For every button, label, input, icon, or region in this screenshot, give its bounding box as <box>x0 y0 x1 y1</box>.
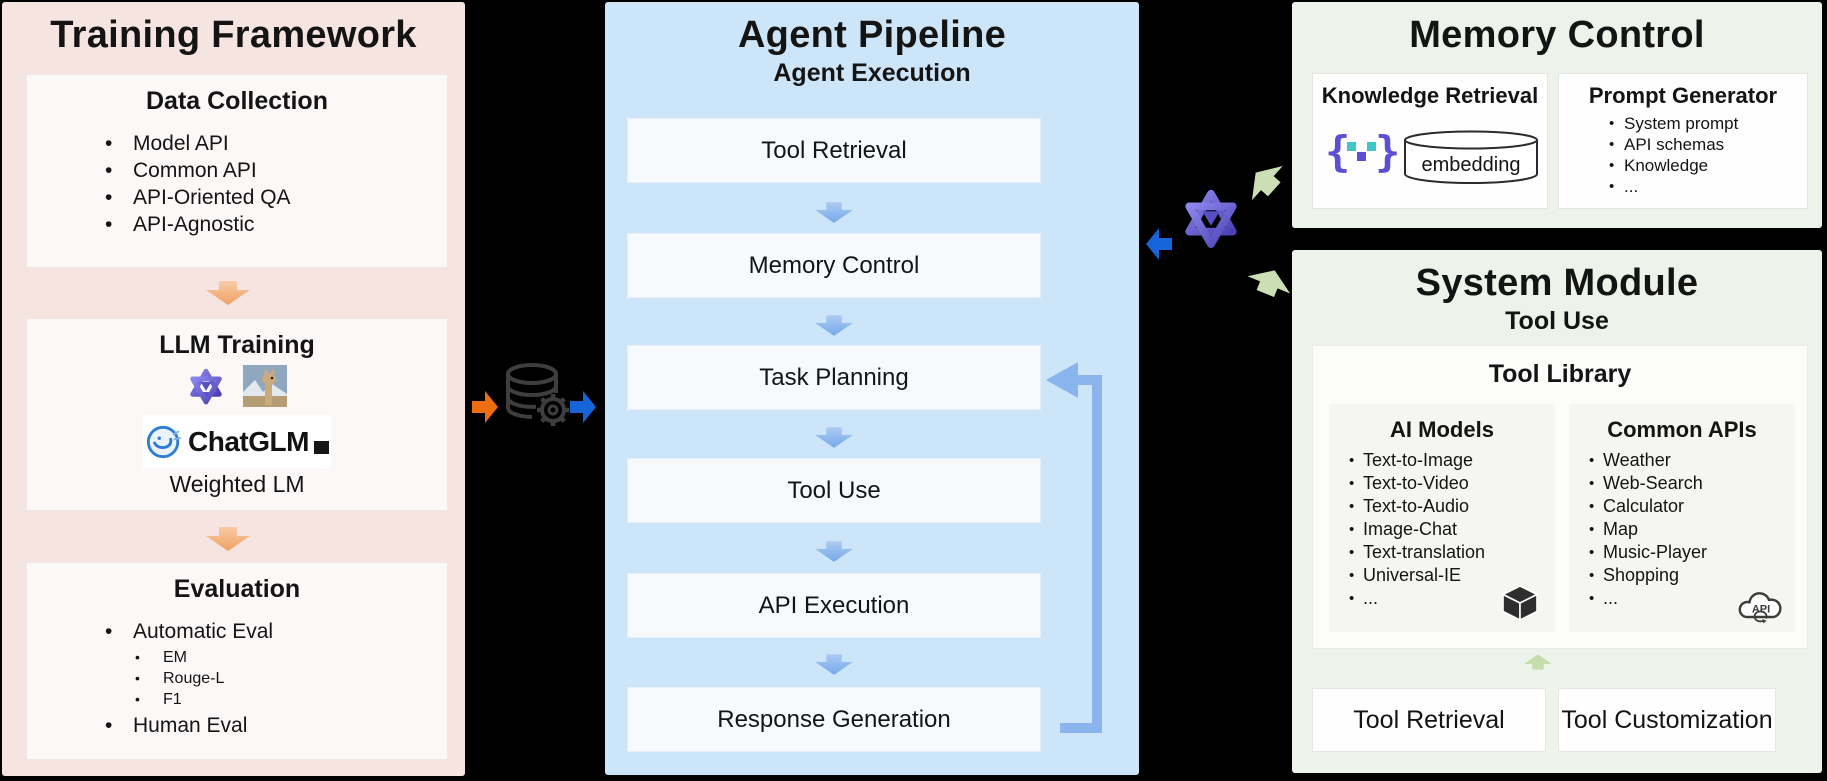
list-item: F1 <box>127 689 447 710</box>
pipeline-step-task-planning: Task Planning <box>627 345 1041 410</box>
list-item: API schemas <box>1607 134 1807 155</box>
svg-text:embedding: embedding <box>1422 154 1521 176</box>
pipeline-step-api-execution: API Execution <box>627 573 1041 638</box>
green-arrow-icon <box>1243 260 1296 303</box>
agent-pipeline-panel: Agent Pipeline Agent Execution Tool Retr… <box>605 2 1139 775</box>
flow-arrow-down-icon <box>815 541 853 562</box>
list-item: ... <box>1347 587 1555 610</box>
svg-text:{: { <box>1325 128 1350 176</box>
pipeline-step-tool-retrieval: Tool Retrieval <box>627 118 1041 183</box>
flow-arrow-down-icon <box>815 315 853 336</box>
ai-models-cube-icon <box>1502 585 1538 620</box>
knowledge-retrieval-card: Knowledge Retrieval { } embedding <box>1312 73 1548 209</box>
chatglm-elephant-icon <box>146 425 182 458</box>
flow-arrow-down-icon <box>206 527 250 551</box>
list-item: Common API <box>97 157 447 184</box>
agent-execution-subtitle: Agent Execution <box>773 59 971 87</box>
evaluation-list: Automatic Eval <box>97 618 447 645</box>
list-item: ... <box>1607 176 1807 197</box>
training-framework-panel: Training Framework Data Collection Model… <box>2 2 465 776</box>
llm-training-heading: LLM Training <box>159 331 315 359</box>
pipeline-step-memory-control: Memory Control <box>627 233 1041 298</box>
pipeline-step-response-generation: Response Generation <box>627 687 1041 752</box>
api-cloud-icon: API <box>1738 592 1782 624</box>
prompt-generator-heading: Prompt Generator <box>1588 83 1778 108</box>
list-item: Weather <box>1587 449 1795 472</box>
flow-arrow-right-blue-icon <box>570 391 596 423</box>
list-item: Text-to-Video <box>1347 472 1555 495</box>
memory-control-title: Memory Control <box>1409 14 1705 56</box>
list-item: Image-Chat <box>1347 518 1555 541</box>
prompt-generator-card: Prompt Generator System prompt API schem… <box>1558 73 1808 209</box>
ai-models-card: AI Models Text-to-Image Text-to-Video Te… <box>1329 404 1555 632</box>
pipeline-step-tool-use: Tool Use <box>627 458 1041 523</box>
list-item: Knowledge <box>1607 155 1807 176</box>
flow-arrow-right-orange-icon <box>472 391 498 423</box>
common-apis-card: Common APIs Weather Web-Search Calculato… <box>1569 404 1795 632</box>
flow-arrow-down-icon <box>815 427 853 448</box>
database-gear-icon <box>506 363 569 426</box>
evaluation-card: Evaluation Automatic Eval EM Rouge-L F1 … <box>26 562 448 760</box>
list-item: ... <box>1587 587 1795 610</box>
list-item: Model API <box>97 130 447 157</box>
list-item: Rouge-L <box>127 668 447 689</box>
list-item: Shopping <box>1587 564 1795 587</box>
list-item: Automatic Eval <box>97 618 447 645</box>
data-collection-list: Model API Common API API-Oriented QA API… <box>97 130 447 238</box>
flow-arrow-down-icon <box>206 281 250 305</box>
data-collection-heading: Data Collection <box>146 87 328 115</box>
automatic-eval-sublist: EM Rouge-L F1 <box>127 647 447 710</box>
embedding-db-cylinder: embedding <box>1404 130 1538 184</box>
ai-models-list: Text-to-Image Text-to-Video Text-to-Audi… <box>1347 449 1555 610</box>
svg-text:}: } <box>1375 128 1397 176</box>
list-item: EM <box>127 647 447 668</box>
prompt-generator-list: System prompt API schemas Knowledge ... <box>1607 113 1807 197</box>
llama-image <box>243 365 287 407</box>
tool-retrieval-box: Tool Retrieval <box>1312 688 1546 752</box>
system-module-panel: System Module Tool Use Tool Library AI M… <box>1292 250 1822 773</box>
common-apis-heading: Common APIs <box>1607 417 1757 442</box>
weighted-lm-label: Weighted LM <box>169 471 305 497</box>
list-item: Calculator <box>1587 495 1795 518</box>
agent-pipeline-title: Agent Pipeline <box>737 14 1007 56</box>
tool-library-card: Tool Library AI Models Text-to-Image Tex… <box>1312 345 1808 649</box>
list-item: Web-Search <box>1587 472 1795 495</box>
ai-models-heading: AI Models <box>1390 417 1494 442</box>
memory-control-panel: Memory Control Knowledge Retrieval { } e… <box>1292 2 1822 228</box>
list-item: Text-to-Image <box>1347 449 1555 472</box>
vector-braces-icon: { } <box>1325 128 1397 176</box>
list-item: System prompt <box>1607 113 1807 134</box>
list-item: API-Oriented QA <box>97 184 447 211</box>
glm-logo-icon <box>1180 186 1242 250</box>
chatglm-logo: ChatGLM <box>143 415 331 468</box>
list-item: Music-Player <box>1587 541 1795 564</box>
chatglm-wordmark: ChatGLM <box>188 425 309 457</box>
evaluation-heading: Evaluation <box>173 575 301 603</box>
evaluation-list: Human Eval <box>97 712 447 739</box>
list-item: Map <box>1587 518 1795 541</box>
list-item: API-Agnostic <box>97 211 447 238</box>
tool-customization-box: Tool Customization <box>1558 688 1776 752</box>
green-arrow-up-icon <box>1524 653 1552 671</box>
training-framework-title: Training Framework <box>50 14 417 56</box>
data-collection-card: Data Collection Model API Common API API… <box>26 74 448 268</box>
model-logos-row <box>27 365 447 407</box>
llm-training-card: LLM Training ChatGLM <box>26 318 448 511</box>
list-item: Text-to-Audio <box>1347 495 1555 518</box>
common-apis-list: Weather Web-Search Calculator Map Music-… <box>1587 449 1795 610</box>
tool-use-subtitle: Tool Use <box>1505 307 1609 335</box>
flow-arrow-down-icon <box>815 654 853 675</box>
knowledge-retrieval-heading: Knowledge Retrieval <box>1321 83 1539 108</box>
green-arrow-icon <box>1239 155 1291 208</box>
list-item: Universal-IE <box>1347 564 1555 587</box>
flow-arrow-down-icon <box>815 202 853 223</box>
list-item: Human Eval <box>97 712 447 739</box>
tool-library-heading: Tool Library <box>1488 360 1632 388</box>
list-item: Text-translation <box>1347 541 1555 564</box>
glm-logo-icon <box>187 366 225 406</box>
system-module-title: System Module <box>1415 262 1699 304</box>
chatglm-badge <box>313 441 329 454</box>
flow-arrow-left-blue-icon <box>1146 228 1172 260</box>
